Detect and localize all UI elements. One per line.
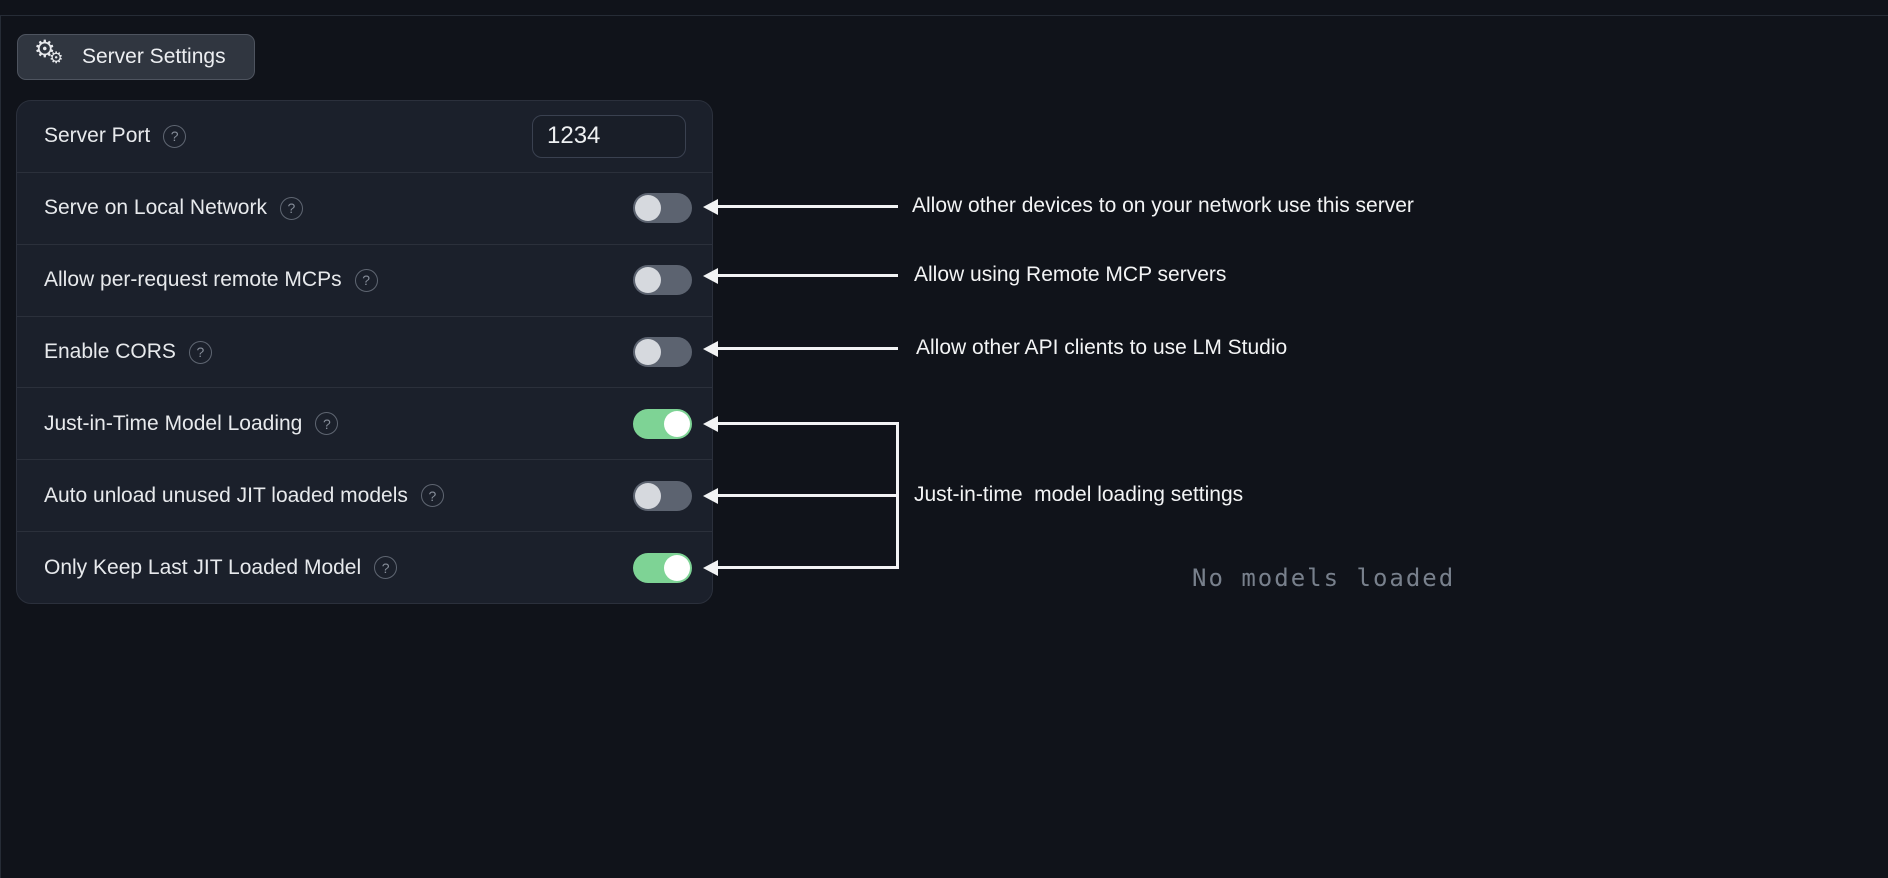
help-icon[interactable]: ? [163,124,187,148]
arrow-line [716,422,899,425]
gears-icon: ⚙ ⚙ [34,38,70,72]
row-allow-remote-mcps: Allow per-request remote MCPs ? [17,243,712,316]
auto-unload-jit-label: Auto unload unused JIT loaded models [44,483,408,507]
row-server-port: Server Port ? [17,101,712,172]
allow-remote-mcps-label: Allow per-request remote MCPs [44,268,342,292]
top-divider [0,15,1888,16]
auto-unload-jit-toggle[interactable] [633,480,692,511]
server-settings-button-label: Server Settings [82,45,226,68]
arrow-left-icon [703,416,718,432]
allow-remote-mcps-toggle[interactable] [633,265,692,296]
help-icon[interactable]: ? [354,268,378,292]
jit-model-loading-toggle[interactable] [633,408,692,439]
arrow-left-icon [703,560,718,576]
toggle-knob [635,267,661,294]
serve-local-network-label: Serve on Local Network [44,196,267,220]
arrow-line [716,274,898,277]
annotation-jit-group: Just-in-time model loading settings [914,483,1244,506]
jit-model-loading-label: Just-in-Time Model Loading [44,411,303,435]
arrow-line [716,347,898,350]
annotation-serve-local-network: Allow other devices to on your network u… [912,194,1414,217]
server-settings-button[interactable]: ⚙ ⚙ Server Settings [17,34,255,80]
toggle-knob [635,339,661,365]
enable-cors-toggle[interactable] [633,337,692,367]
serve-local-network-toggle[interactable] [633,193,692,224]
arrow-left-icon [703,341,718,357]
server-port-label: Server Port [44,124,151,148]
enable-cors-label: Enable CORS [44,340,176,363]
server-settings-panel: Server Port ? Serve on Local Network ? A… [16,100,713,604]
toggle-knob [664,410,690,437]
arrow-line [716,494,899,497]
arrow-line [716,566,899,569]
only-keep-last-jit-toggle[interactable] [633,552,692,583]
toggle-knob [635,195,661,222]
server-port-input[interactable] [532,114,686,158]
row-only-keep-last-jit: Only Keep Last JIT Loaded Model ? [17,531,712,603]
bracket-line [896,422,899,569]
toggle-knob [635,482,661,509]
arrow-left-icon [703,268,718,284]
only-keep-last-jit-label: Only Keep Last JIT Loaded Model [44,555,362,579]
help-icon[interactable]: ? [188,340,212,364]
toggle-knob [664,554,690,581]
no-models-loaded-status: No models loaded [1192,564,1456,592]
row-serve-local-network: Serve on Local Network ? [17,171,712,244]
left-edge-divider [0,16,1,878]
row-auto-unload-jit: Auto unload unused JIT loaded models ? [17,459,712,531]
help-icon[interactable]: ? [315,412,339,436]
row-enable-cors: Enable CORS ? [17,315,712,388]
arrow-left-icon [703,488,718,504]
annotation-remote-mcps: Allow using Remote MCP servers [914,263,1227,286]
arrow-line [716,205,898,208]
row-jit-model-loading: Just-in-Time Model Loading ? [17,387,712,459]
annotation-cors: Allow other API clients to use LM Studio [916,336,1288,359]
gear-large-icon: ⚙ [34,36,56,63]
gear-small-icon: ⚙ [49,50,64,67]
arrow-left-icon [703,199,718,215]
help-icon[interactable]: ? [420,484,444,508]
help-icon[interactable]: ? [374,556,398,580]
help-icon[interactable]: ? [279,196,303,220]
